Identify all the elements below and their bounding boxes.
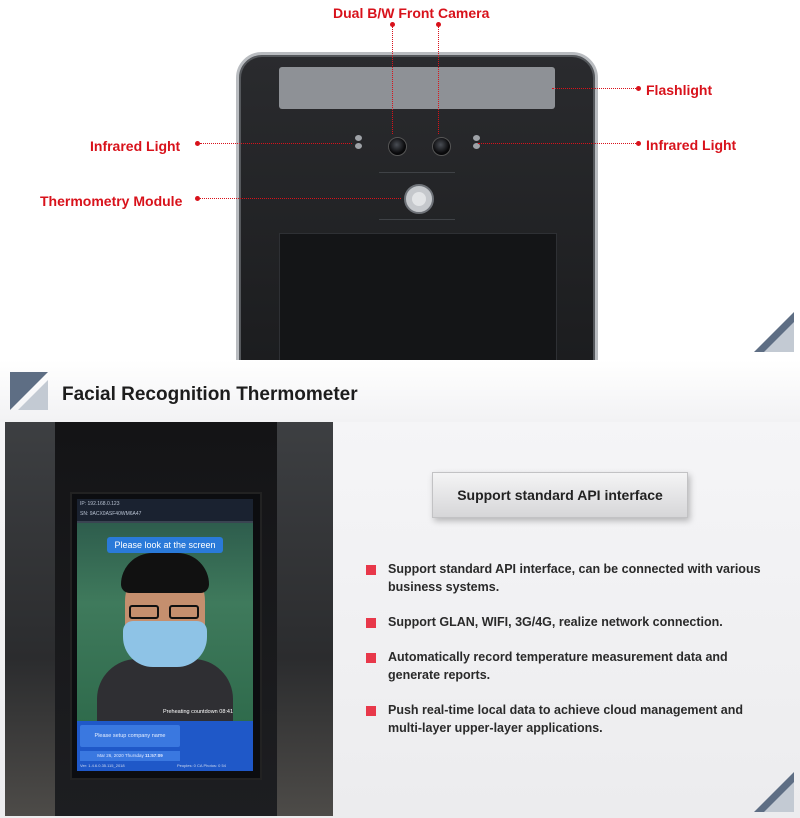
person-shirt: [97, 659, 233, 723]
device-screen: [279, 233, 557, 360]
list-item: Push real-time local data to achieve clo…: [366, 701, 776, 737]
callout-dual-camera: Dual B/W Front Camera: [333, 5, 490, 21]
bullet-square-icon: [366, 618, 376, 628]
tablet-sn: SN: 9ACX0ASF40WM6A47: [80, 511, 142, 517]
callout-dot: [195, 141, 200, 146]
bullet-square-icon: [366, 565, 376, 575]
callout-line: [552, 88, 638, 89]
callout-infrared-left: Infrared Light: [90, 138, 181, 154]
api-interface-box: Support standard API interface: [432, 472, 688, 518]
device-closeup-section: Dual B/W Front Camera Flashlight Infrare…: [0, 0, 800, 360]
device-front-panel: [236, 52, 598, 360]
callout-line: [438, 26, 439, 134]
callout-dot: [195, 196, 200, 201]
list-item-text: Support standard API interface, can be c…: [388, 562, 761, 594]
feature-section: IP: 192.168.0.123 SN: 9ACX0ASF40WM6A47 P…: [0, 422, 800, 818]
tablet-datetime: Mar 26, 2020 Thursday 11:57:09: [80, 751, 180, 761]
callout-dot: [436, 22, 441, 27]
tablet-ip: IP: 192.168.0.123: [80, 501, 120, 507]
tablet-time: 11:57:09: [144, 753, 163, 758]
flashlight-bar: [279, 67, 555, 109]
callout-line: [200, 143, 352, 144]
tablet-footer: Please setup company name Mar 26, 2020 T…: [77, 721, 253, 771]
person-glasses: [129, 605, 201, 619]
title-triangle-accent-icon: [18, 380, 48, 410]
person-hair: [121, 553, 209, 593]
tablet-device: IP: 192.168.0.123 SN: 9ACX0ASF40WM6A47 P…: [70, 492, 262, 780]
callout-dot: [636, 141, 641, 146]
device-photo: IP: 192.168.0.123 SN: 9ACX0ASF40WM6A47 P…: [5, 422, 333, 816]
page-title: Facial Recognition Thermometer: [62, 384, 358, 405]
callout-infrared-right: Infrared Light: [646, 137, 737, 153]
callout-flashlight: Flashlight: [646, 82, 713, 98]
title-band: Facial Recognition Thermometer: [0, 360, 800, 422]
infrared-light-left-icon: [355, 135, 363, 149]
panel-divider-bottom: [379, 219, 455, 220]
list-item: Support standard API interface, can be c…: [366, 560, 776, 596]
list-item: Support GLAN, WIFI, 3G/4G, realize netwo…: [366, 613, 776, 631]
list-item-text: Push real-time local data to achieve clo…: [388, 703, 743, 735]
list-item-text: Automatically record temperature measure…: [388, 650, 728, 682]
infrared-light-right-icon: [473, 135, 481, 149]
corner-triangle-icon: [754, 312, 794, 352]
corner-triangle-icon: [754, 772, 794, 812]
tablet-header: IP: 192.168.0.123 SN: 9ACX0ASF40WM6A47: [77, 499, 253, 521]
callout-thermometry: Thermometry Module: [40, 193, 183, 209]
preheat-countdown: Preheating countdown 08:41: [163, 709, 234, 715]
callout-line: [392, 26, 393, 134]
feature-list: Support standard API interface, can be c…: [366, 560, 776, 754]
tablet-screen: IP: 192.168.0.123 SN: 9ACX0ASF40WM6A47 P…: [77, 499, 253, 771]
callout-dot: [636, 86, 641, 91]
camera-lens-right: [432, 137, 451, 156]
camera-lens-left: [388, 137, 407, 156]
bullet-square-icon: [366, 706, 376, 716]
list-item-text: Support GLAN, WIFI, 3G/4G, realize netwo…: [388, 615, 723, 629]
company-name-prompt: Please setup company name: [80, 725, 180, 747]
thermometry-sensor: [404, 184, 434, 214]
face-mask: [123, 621, 207, 667]
tablet-date: Mar 26, 2020 Thursday: [97, 753, 144, 758]
tablet-counts: Peoples: 0 CA Photos: 0 54: [177, 763, 226, 768]
callout-line: [200, 198, 401, 199]
panel-divider-top: [379, 172, 455, 173]
callout-dot: [390, 22, 395, 27]
tablet-version: Ver: 1.4.6.0.35.115_2018: [80, 763, 125, 768]
list-item: Automatically record temperature measure…: [366, 648, 776, 684]
callout-line: [478, 143, 638, 144]
bullet-square-icon: [366, 653, 376, 663]
look-prompt: Please look at the screen: [107, 537, 223, 553]
